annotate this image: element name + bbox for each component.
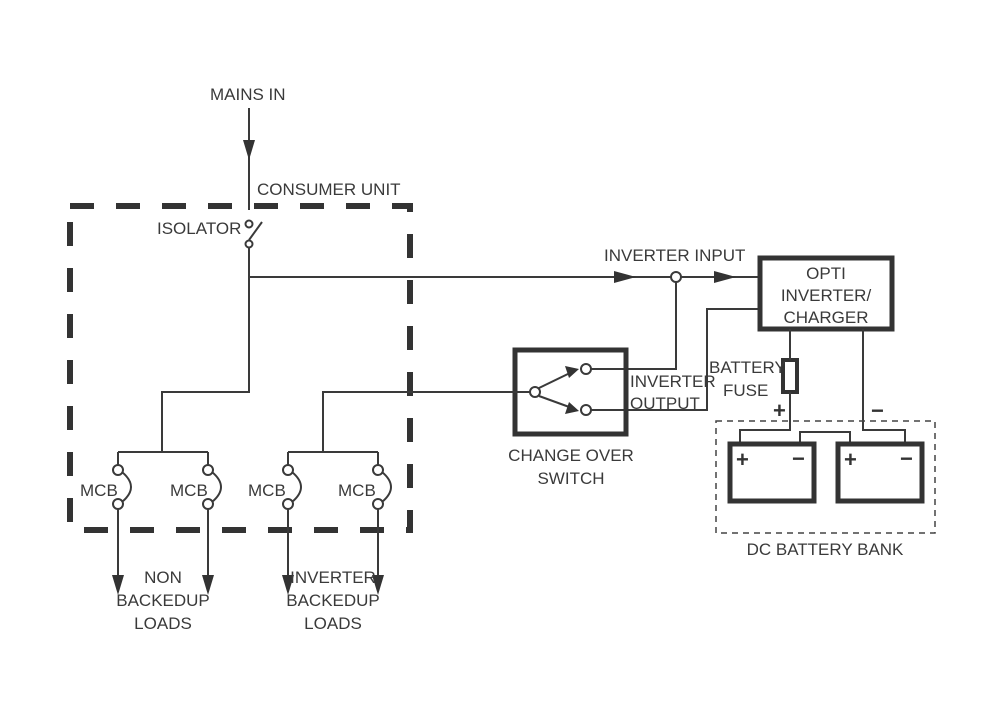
non-backed-up-loads-line-1: NON — [144, 568, 182, 587]
bank-negative-sign: − — [871, 398, 884, 423]
battery-1-positive: + — [736, 447, 749, 472]
change-over-switch-symbol — [500, 363, 592, 416]
mcb-label-3: MCB — [248, 481, 286, 500]
dc-battery-bank-label: DC BATTERY BANK — [747, 540, 904, 559]
bypass-wire — [590, 282, 677, 370]
inverter-output-wire — [590, 308, 760, 411]
mcb-label-4: MCB — [338, 481, 376, 500]
battery-2 — [835, 441, 925, 504]
battery-1-negative: − — [792, 446, 805, 471]
negative-lead-wire — [862, 329, 906, 444]
isolator-switch — [244, 219, 263, 249]
non-backed-up-loads-line-3: LOADS — [134, 614, 192, 633]
mcb-label-2: MCB — [170, 481, 208, 500]
backed-up-loads-line-2: BACKEDUP — [286, 591, 380, 610]
isolator-output-wire — [161, 248, 250, 452]
inverter-charger-line-2: INVERTER/ — [781, 286, 872, 305]
backed-up-loads-line-1: INVERTER — [290, 568, 376, 587]
non-backed-up-loads-line-2: BACKEDUP — [116, 591, 210, 610]
non-backed-up-mcb-group — [112, 451, 222, 595]
mains-in-arrow — [243, 140, 255, 160]
change-over-switch-line-1: CHANGE OVER — [508, 446, 634, 465]
fuse-positive-wire — [739, 392, 791, 444]
inverter-input-junction — [670, 271, 682, 283]
mcb-label-1: MCB — [80, 481, 118, 500]
battery-fuse-line-1: BATTERY — [709, 358, 786, 377]
battery-fuse-line-2: FUSE — [723, 381, 768, 400]
backed-up-loads-line-3: LOADS — [304, 614, 362, 633]
inverter-output-line-2: OUTPUT — [630, 394, 700, 413]
battery-2-negative: − — [900, 446, 913, 471]
backed-up-feed-wire — [322, 391, 500, 452]
consumer-unit-enclosure — [67, 203, 413, 533]
change-over-switch-line-2: SWITCH — [537, 469, 604, 488]
battery-1 — [727, 441, 817, 504]
inverter-output-line-1: INVERTER — [630, 372, 716, 391]
consumer-unit-label: CONSUMER UNIT — [257, 180, 401, 199]
inverter-input-arrow-1 — [614, 271, 636, 283]
isolator-label: ISOLATOR — [157, 219, 241, 238]
inverter-charger-line-1: OPTI — [806, 264, 846, 283]
inverter-charger-line-3: CHARGER — [783, 308, 868, 327]
backed-up-mcb-group — [282, 451, 392, 595]
battery-bank-enclosure — [715, 420, 936, 534]
battery-interconnect-wire — [799, 431, 851, 444]
bank-positive-sign: + — [773, 398, 786, 423]
battery-2-positive: + — [844, 447, 857, 472]
inverter-input-arrow-2 — [714, 271, 736, 283]
inverter-input-label: INVERTER INPUT — [604, 246, 745, 265]
inverter-charger-box — [757, 255, 895, 332]
mains-in-label: MAINS IN — [210, 85, 286, 104]
